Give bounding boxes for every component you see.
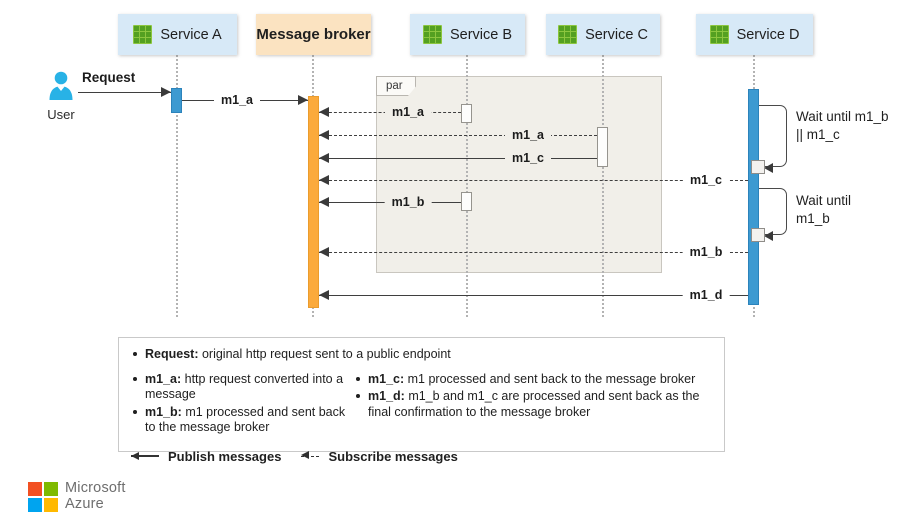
legend-desc: m1 processed and sent back to the messag… (407, 371, 696, 386)
user-actor: User (44, 71, 78, 122)
arrowhead-icon (319, 130, 329, 140)
loop-arrowhead-icon (764, 162, 773, 173)
activation-service-b-2 (461, 192, 472, 211)
message-label: m1_c (505, 149, 551, 168)
arrowhead-icon (319, 175, 329, 185)
wait-note-line: Wait until m1_b (796, 109, 889, 124)
service-grid-icon (422, 25, 442, 44)
legend-desc: original http request sent to a public e… (201, 347, 451, 361)
activation-service-c (597, 127, 608, 167)
arrowhead-icon (319, 107, 329, 117)
legend-item-request: Request: original http request sent to a… (131, 347, 712, 363)
message-m1c-subscribe-d: m1_c (319, 171, 748, 190)
service-grid-icon (558, 25, 578, 44)
message-m1a-subscribe-c: m1_a (319, 126, 597, 145)
message-m1c-publish: m1_c (319, 149, 597, 168)
lifeline-service-b (466, 55, 468, 317)
legend-term: m1_d: (368, 389, 405, 403)
lifeline-service-c (602, 55, 604, 317)
wait-note-line: || m1_c (796, 126, 840, 142)
arrowhead-icon (319, 247, 329, 257)
wait-note-line: m1_b (796, 210, 830, 226)
wait-note-2: Wait until m1_b (796, 192, 851, 227)
legend-desc: http request converted into a message (145, 371, 344, 402)
message-m1a-subscribe-b: m1_a (319, 103, 461, 122)
lifeline-service-a (176, 55, 178, 317)
publish-legend-label: Publish messages (168, 448, 282, 464)
subscribe-arrow-icon (301, 451, 320, 460)
wait-state-square-2 (751, 228, 765, 242)
message-label: m1_b (384, 193, 432, 212)
legend-item-m1a: m1_a: http request converted into a mess… (131, 372, 354, 403)
wait-loop-1 (759, 105, 787, 173)
legend-desc: m1 processed and sent back to the messag… (145, 404, 346, 435)
arrowhead-icon (319, 197, 329, 207)
participant-label: Service D (736, 26, 800, 43)
arrowhead-icon (319, 153, 329, 163)
activation-message-broker (308, 96, 319, 308)
bullet-icon (356, 376, 360, 381)
brand-azure: Azure (65, 495, 104, 512)
activation-service-a (171, 88, 182, 113)
message-m1a-publish: m1_a (182, 91, 308, 110)
loop-arrowhead-icon (764, 230, 773, 241)
participant-message-broker: Message broker (256, 14, 371, 55)
legend-desc: m1_b and m1_c are processed and sent bac… (368, 389, 700, 419)
activation-service-b-1 (461, 104, 472, 123)
arrowhead-icon (301, 451, 310, 460)
activation-service-d (748, 89, 759, 305)
message-label: m1_b (682, 243, 730, 262)
subscribe-legend-label: Subscribe messages (328, 448, 458, 464)
message-label: m1_d (682, 286, 730, 305)
participant-service-d: Service D (696, 14, 813, 55)
message-label: m1_c (683, 171, 729, 190)
microsoft-logo-icon (28, 481, 58, 512)
legend-item-m1c: m1_c: m1 processed and sent back to the … (354, 372, 712, 388)
message-request (78, 87, 171, 97)
participant-label: Service B (449, 26, 513, 43)
arrowhead-icon (319, 290, 329, 300)
legend-item-m1d: m1_d: m1_b and m1_c are processed and se… (354, 389, 712, 420)
arrowhead-icon (298, 95, 308, 105)
wait-loop-2 (759, 188, 787, 241)
participant-label: Service A (160, 26, 222, 43)
bullet-icon (356, 394, 360, 398)
bullet-icon (133, 409, 137, 414)
legend-item-m1b: m1_b: m1 processed and sent back to the … (131, 405, 354, 436)
participant-service-c: Service C (546, 14, 660, 55)
message-label: m1_a (214, 91, 260, 110)
legend-term: m1_c: (368, 371, 405, 386)
par-fragment-operator: par (376, 76, 416, 96)
wait-note-1: Wait until m1_b || m1_c (796, 108, 889, 143)
publish-arrow-icon (131, 451, 159, 460)
request-label: Request (82, 70, 136, 85)
arrowhead-icon (131, 451, 139, 460)
wait-note-line: Wait until (796, 193, 852, 208)
legend-term: m1_a: (145, 371, 182, 386)
legend-box: Request: original http request sent to a… (118, 337, 725, 464)
message-label: m1_a (385, 103, 431, 122)
message-m1b-publish: m1_b (319, 193, 461, 212)
user-label: User (47, 107, 75, 122)
legend-term: Request: (145, 347, 199, 361)
user-icon (49, 71, 73, 100)
message-m1d-publish: m1_d (319, 286, 748, 305)
participant-service-a: Service A (118, 14, 237, 55)
microsoft-azure-logo: Microsoft Azure (28, 480, 126, 512)
message-label: m1_a (505, 126, 551, 145)
participant-label: Service C (585, 26, 648, 43)
legend-term: m1_b: (145, 404, 182, 419)
service-grid-icon (709, 25, 729, 44)
message-m1b-subscribe-d: m1_b (319, 243, 748, 262)
brand-microsoft: Microsoft (65, 480, 126, 496)
participant-service-b: Service B (410, 14, 525, 55)
participant-label: Message broker (256, 26, 371, 43)
wait-state-square-1 (751, 160, 765, 174)
service-grid-icon (133, 25, 153, 44)
arrowhead-icon (161, 87, 171, 97)
bullet-icon (133, 352, 137, 356)
bullet-icon (133, 376, 137, 381)
